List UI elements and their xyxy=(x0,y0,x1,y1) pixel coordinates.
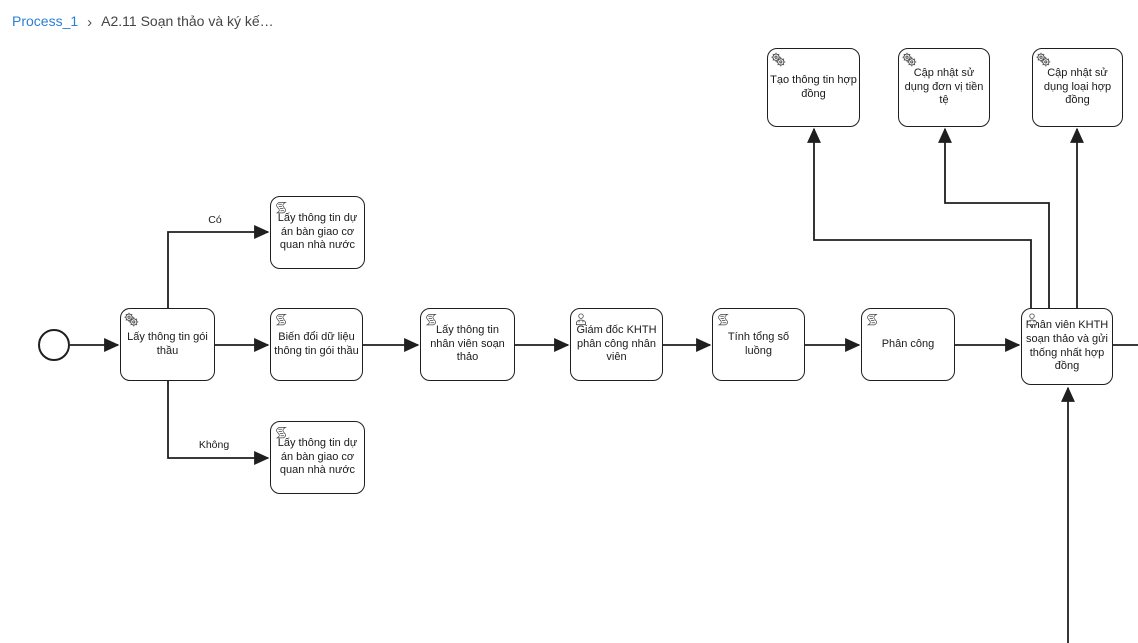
task-cap-nhat-loai-hop-dong[interactable]: Cập nhật sử dụng loại hợp đồng xyxy=(1032,48,1123,127)
task-label: Cập nhật sử dụng loại hợp đồng xyxy=(1043,66,1112,107)
task-giam-doc-khth-phan-cong[interactable]: Giám đốc KHTH phân công nhân viên xyxy=(570,308,663,381)
breadcrumb-current-title: A2.11 Soạn thảo và ký kế… xyxy=(101,13,274,29)
script-icon xyxy=(274,425,287,440)
task-bien-doi-du-lieu[interactable]: Biến đổi dữ liệu thông tin gói thầu xyxy=(270,308,363,381)
script-icon xyxy=(424,312,437,327)
breadcrumb-chevron-icon: › xyxy=(87,14,93,31)
service-gears-icon xyxy=(1036,52,1051,67)
task-label: Cập nhật sử dụng đơn vị tiền tệ xyxy=(904,66,984,107)
flow-khong-branch[interactable] xyxy=(167,381,270,465)
task-tinh-tong-so-luong[interactable]: Tính tổng số luồng xyxy=(712,308,805,381)
task-lay-thong-tin-nhan-vien[interactable]: Lấy thông tin nhân viên soạn thảo xyxy=(420,308,515,381)
flow-to-tao-thong-tin-hop-dong[interactable] xyxy=(807,127,1032,308)
flow-label-khong[interactable]: Không xyxy=(192,439,236,451)
task-label: Lấy thông tin nhân viên soạn thảo xyxy=(430,323,505,364)
service-gears-icon xyxy=(771,52,786,67)
task-tao-thong-tin-hop-dong[interactable]: Tạo thông tin hợp đồng xyxy=(767,48,860,127)
task-label: Tạo thông tin hợp đồng xyxy=(770,73,857,100)
task-label: Biến đổi dữ liệu thông tin gói thầu xyxy=(274,330,359,357)
user-icon xyxy=(574,312,588,326)
task-nhan-vien-khth-soan-thao[interactable]: Nhân viên KHTH soạn thảo và gửi thống nh… xyxy=(1021,308,1113,385)
task-lay-thong-tin-goi-thau[interactable]: Lấy thông tin gói thầu xyxy=(120,308,215,381)
script-icon xyxy=(274,312,287,327)
flow-label-co[interactable]: Có xyxy=(198,214,232,226)
task-label: Lấy thông tin gói thầu xyxy=(127,330,208,357)
start-event[interactable] xyxy=(38,329,70,361)
task-label: Nhân viên KHTH soạn thảo và gửi thống nh… xyxy=(1025,318,1109,373)
script-icon xyxy=(865,312,878,327)
user-icon xyxy=(1025,312,1039,326)
script-icon xyxy=(274,200,287,215)
task-label: Tính tổng số luồng xyxy=(727,330,790,357)
script-icon xyxy=(716,312,729,327)
service-gears-icon xyxy=(902,52,917,67)
task-cap-nhat-don-vi-tien-te[interactable]: Cập nhật sử dụng đơn vị tiền tệ xyxy=(898,48,990,127)
task-lay-du-an-ban-giao-top[interactable]: Lấy thông tin dự án bàn giao cơ quan nhà… xyxy=(270,196,365,269)
service-gears-icon xyxy=(124,312,139,327)
task-label: Lấy thông tin dự án bàn giao cơ quan nhà… xyxy=(277,211,358,252)
flow-to-cap-nhat-tien-te[interactable] xyxy=(938,127,1050,308)
task-label: Lấy thông tin dự án bàn giao cơ quan nhà… xyxy=(277,436,358,477)
flow-co-branch[interactable] xyxy=(167,225,270,308)
task-lay-du-an-ban-giao-bottom[interactable]: Lấy thông tin dự án bàn giao cơ quan nhà… xyxy=(270,421,365,494)
breadcrumb: Process_1 › A2.11 Soạn thảo và ký kế… xyxy=(12,13,274,31)
task-label: Giám đốc KHTH phân công nhân viên xyxy=(576,323,657,364)
task-phan-cong[interactable]: Phân công xyxy=(861,308,955,381)
task-label: Phân công xyxy=(881,337,935,350)
breadcrumb-process-link[interactable]: Process_1 xyxy=(12,13,79,29)
